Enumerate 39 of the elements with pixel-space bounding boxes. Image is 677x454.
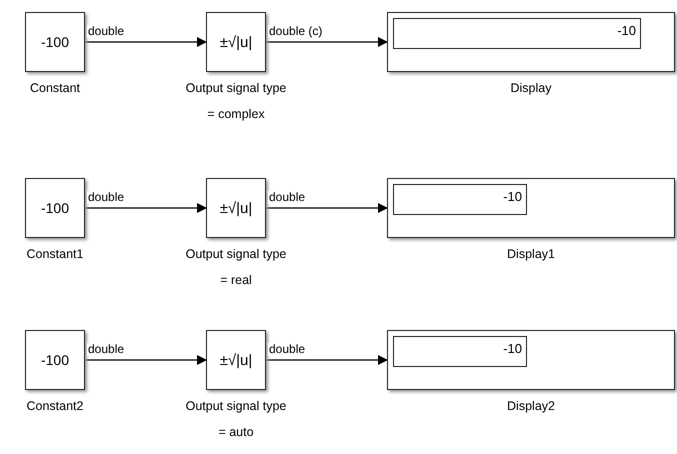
constant-block (25, 330, 85, 390)
display-block (387, 178, 675, 238)
block-name: Output signal type = complex (184, 80, 288, 123)
block-name: Output signal type = auto (184, 398, 288, 441)
block-name: Constant1 (26, 246, 84, 263)
edge-label: double (c) (268, 25, 324, 38)
block-value: -100 (40, 200, 70, 216)
block-name: Display2 (506, 398, 556, 415)
block-value: -100 (40, 34, 70, 50)
block-symbol: ±√|u| (220, 352, 252, 368)
constant-block (25, 12, 85, 72)
display-block (387, 12, 675, 72)
sqrt-block (206, 178, 266, 238)
edge-label: double (268, 343, 306, 356)
constant-block (25, 178, 85, 238)
edge-label: double (268, 191, 306, 204)
sqrt-block (206, 12, 266, 72)
edge-label: double (87, 191, 126, 204)
value-readout: -10 (393, 184, 527, 215)
edge-label: double (87, 343, 126, 356)
signal-arrow (85, 37, 207, 47)
block-name: Constant2 (26, 398, 84, 415)
block-symbol: ±√|u| (220, 200, 252, 216)
signal-arrow (266, 37, 388, 47)
edge-label: double (87, 25, 126, 38)
block-name: Display (510, 80, 552, 97)
sqrt-block (206, 330, 266, 390)
value-readout: -10 (393, 336, 527, 367)
block-value: -100 (40, 352, 70, 368)
signal-arrow (85, 203, 207, 213)
block-name: Output signal type = real (184, 246, 288, 289)
value-readout: -10 (393, 18, 641, 49)
block-name: Constant (28, 80, 82, 97)
block-symbol: ±√|u| (220, 34, 252, 50)
display-block (387, 330, 675, 390)
signal-arrow (85, 355, 207, 365)
signal-arrow (266, 203, 388, 213)
signal-arrow (266, 355, 388, 365)
block-name: Display1 (506, 246, 556, 263)
